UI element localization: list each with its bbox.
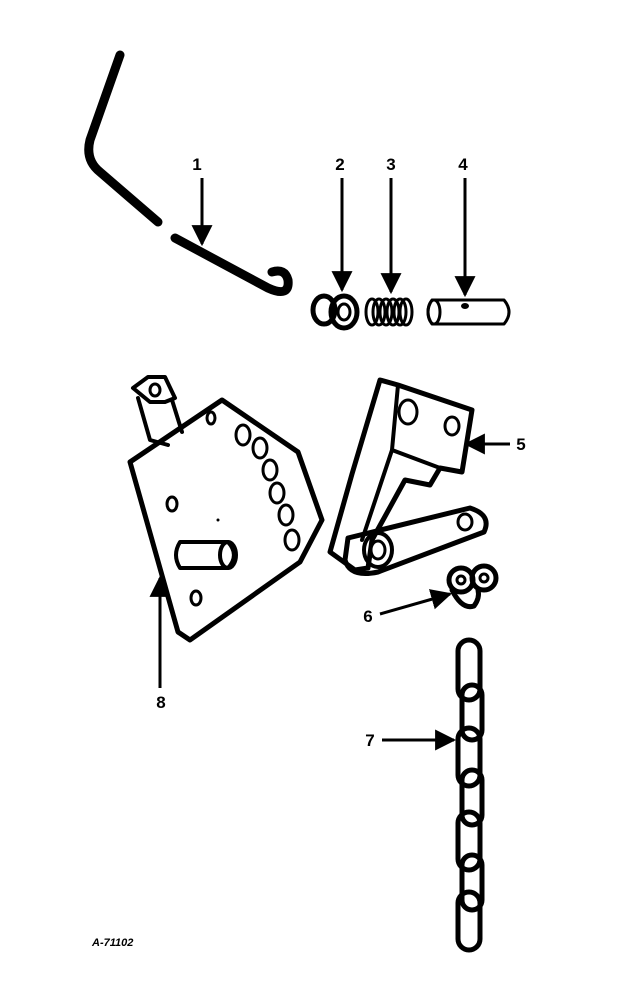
- callout-7: 7: [365, 729, 457, 751]
- part-2-washer: [310, 293, 360, 331]
- callout-8: 8: [149, 575, 171, 712]
- callout-1: 1: [191, 155, 213, 247]
- reference-code: A-71102: [91, 937, 133, 949]
- callout-3-label: 3: [386, 155, 395, 174]
- part-1-bent-rod: [84, 50, 293, 297]
- callout-3: 3: [380, 155, 402, 295]
- callout-5: 5: [463, 433, 526, 455]
- callout-8-label: 8: [156, 693, 165, 712]
- callout-2: 2: [331, 155, 353, 293]
- callout-6: 6: [363, 589, 453, 626]
- part-8-bracket-plate: [127, 375, 325, 643]
- callout-4: 4: [454, 155, 476, 298]
- callout-5-label: 5: [516, 435, 525, 454]
- part-6-ring-clip: [446, 563, 499, 610]
- callout-2-label: 2: [335, 155, 344, 174]
- callout-6-label: 6: [363, 607, 372, 626]
- part-5-hitch-bracket: [327, 377, 489, 576]
- part-3-spring: [364, 297, 414, 327]
- callout-6-leader: [379, 589, 453, 616]
- part-7-chain: [455, 637, 485, 953]
- callout-1-label: 1: [192, 155, 201, 174]
- callout-7-label: 7: [365, 731, 374, 750]
- callout-4-label: 4: [458, 155, 468, 174]
- part-4-pin: [426, 298, 511, 326]
